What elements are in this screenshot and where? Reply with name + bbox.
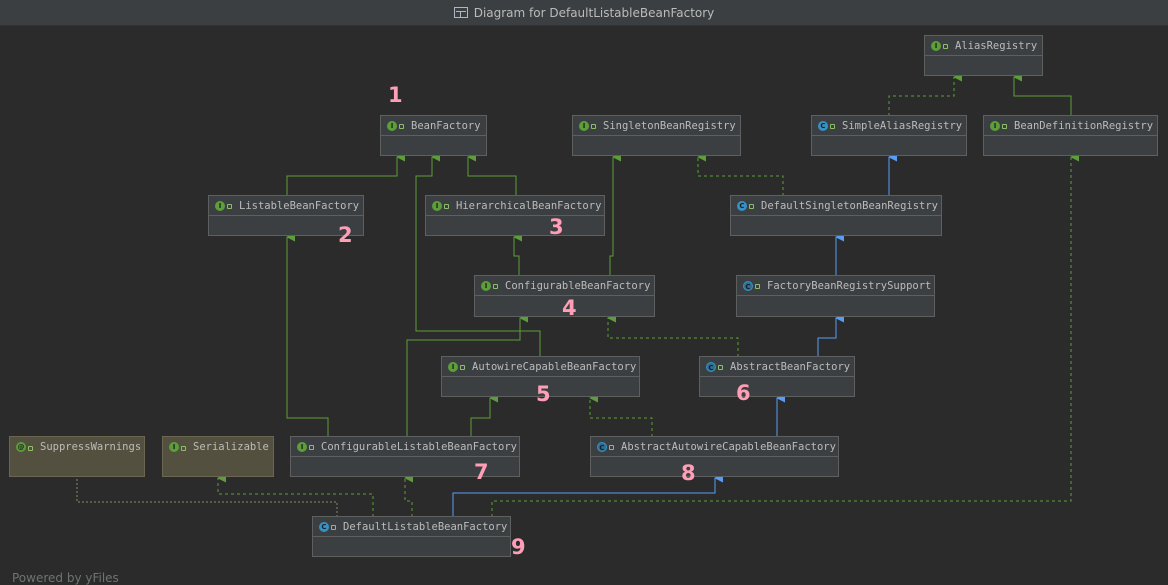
lock-icon (943, 44, 948, 49)
diagram-icon (453, 7, 468, 18)
abstract-class-icon: C (743, 280, 753, 291)
interface-icon: I (432, 200, 442, 211)
edge-configlistable-to-autowire (470, 393, 499, 437)
edge-abstractbf-to-configurable (607, 313, 739, 357)
interface-icon: I (387, 120, 397, 131)
interface-icon: I (448, 361, 458, 372)
marker-4: 4 (562, 296, 577, 320)
edge-configlistable-to-listable (286, 232, 329, 437)
lock-icon (609, 445, 614, 450)
lock-icon (28, 445, 33, 451)
marker-5: 5 (536, 382, 551, 406)
marker-2: 2 (338, 223, 353, 247)
powered-by-label: Powered by yFiles (12, 571, 119, 585)
abstract-class-icon: C (597, 441, 607, 452)
window-title: Diagram for DefaultListableBeanFactory (473, 5, 715, 20)
class-icon: C (818, 120, 828, 131)
lock-icon (227, 204, 232, 209)
lock-icon (591, 124, 596, 129)
lock-icon (181, 445, 186, 451)
interface-icon: I (215, 200, 225, 211)
interface-icon: I (297, 441, 307, 452)
edge-abstractbf-to-factorysupport (817, 313, 845, 357)
edge-defaultlistable-to-abstractautowire (452, 473, 724, 517)
annotation-icon: @ (16, 442, 26, 452)
lock-icon (444, 204, 449, 209)
edge-autowire-to-beanfactory (415, 152, 541, 357)
node-suppress-warnings[interactable]: @SuppressWarnings (9, 436, 145, 477)
edge-defaultlistable-to-beandefinition (491, 152, 1080, 517)
edges-layer (76, 72, 1080, 517)
abstract-class-icon: C (706, 361, 716, 372)
edge-listable-to-beanfactory (286, 152, 406, 196)
edge-defaultlistable-to-suppresswarnings (76, 478, 338, 517)
lock-icon (1002, 124, 1007, 129)
edge-abstractautowire-to-autowire (589, 393, 653, 437)
lock-icon (331, 525, 336, 530)
interface-icon: I (169, 442, 179, 452)
edge-hierarchical-to-beanfactory (467, 152, 517, 196)
edge-defaultlistable-to-serializable (217, 473, 374, 517)
lock-icon (718, 365, 723, 370)
class-icon: C (737, 200, 747, 211)
lock-icon (309, 445, 314, 450)
interface-icon: I (931, 40, 941, 51)
marker-6: 6 (736, 381, 751, 405)
lock-icon (755, 284, 760, 289)
edge-beandefinition-to-aliasregistry (1013, 72, 1072, 116)
marker-1: 1 (388, 83, 403, 107)
class-icon: C (319, 521, 329, 532)
interface-icon: I (481, 280, 491, 291)
lock-icon (460, 365, 465, 370)
lock-icon (493, 284, 498, 289)
edge-configurable-to-hierarchical (513, 232, 523, 276)
marker-8: 8 (681, 461, 696, 485)
marker-9: 9 (511, 535, 526, 559)
edge-simplealias-to-aliasregistry (888, 72, 963, 116)
lock-icon (399, 124, 404, 129)
lock-icon (749, 204, 754, 209)
marker-7: 7 (474, 460, 489, 484)
edge-defaultlistable-to-configlistable (404, 473, 414, 517)
edge-configlistable-to-configurable (406, 313, 529, 437)
lock-icon (830, 124, 835, 129)
interface-icon: I (990, 120, 1000, 131)
window-titlebar: Diagram for DefaultListableBeanFactory (0, 0, 1168, 26)
marker-3: 3 (549, 215, 564, 239)
edge-configurable-to-singleton (609, 152, 622, 276)
interface-icon: I (579, 120, 589, 131)
edge-defaultsingleton-to-singleton (697, 152, 784, 196)
